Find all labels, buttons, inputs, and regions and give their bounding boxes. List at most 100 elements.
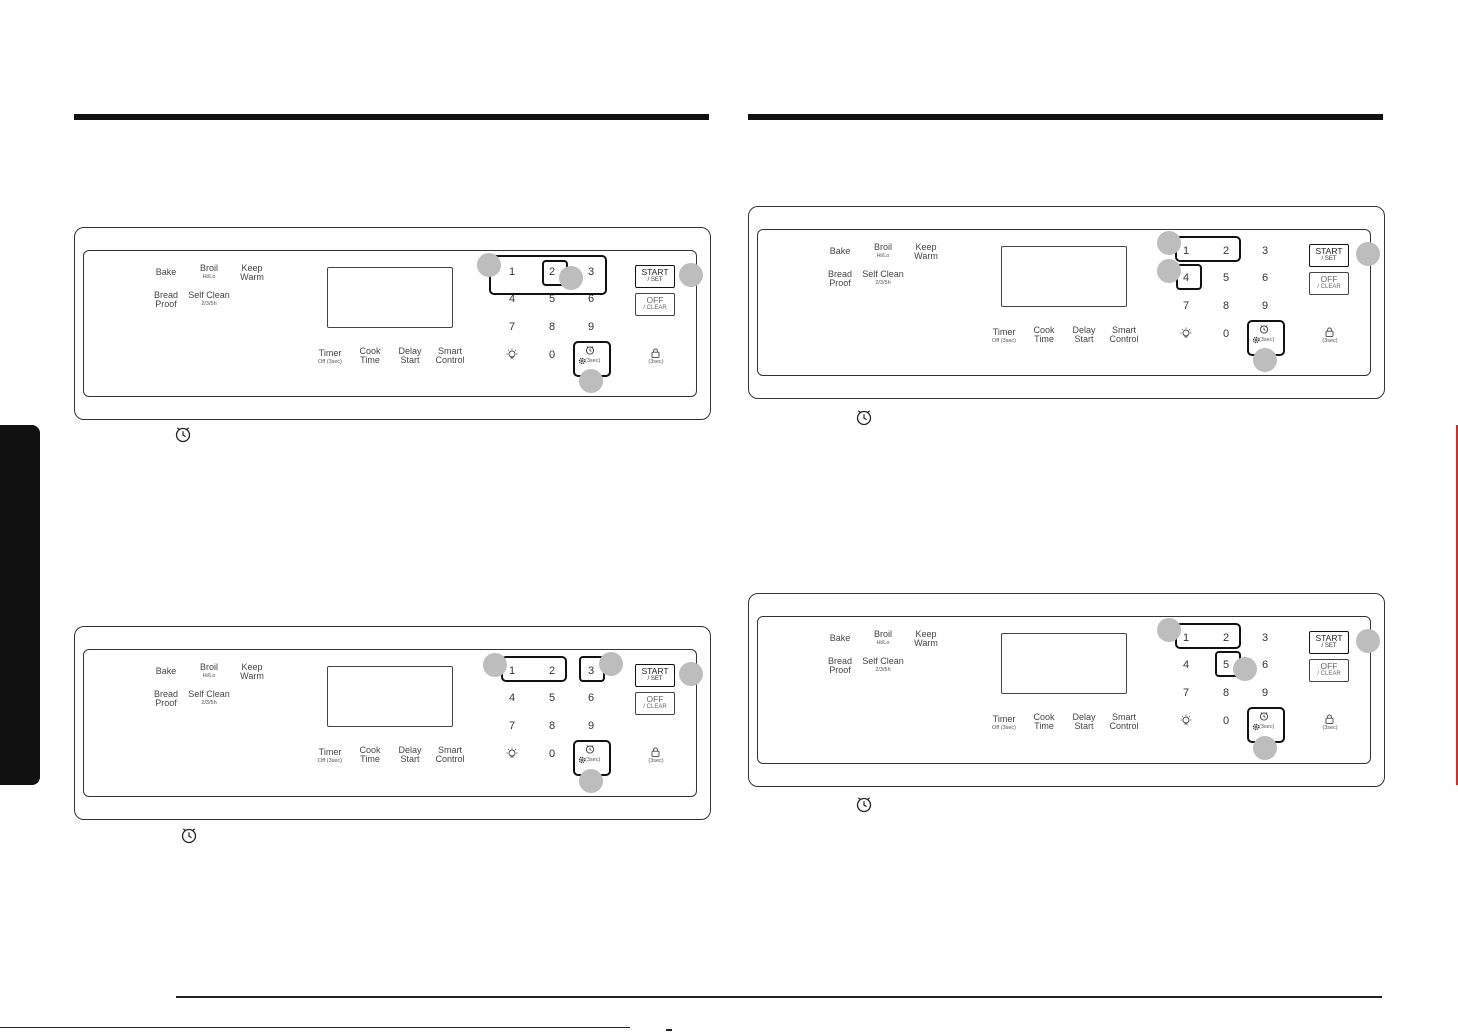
- light-icon: [1180, 714, 1192, 725]
- start-set-button: START / SET: [1309, 244, 1349, 267]
- key-5: 5: [548, 293, 556, 305]
- step-marker: [679, 662, 703, 686]
- clock-icon: [585, 745, 595, 754]
- step-marker: [1356, 629, 1380, 653]
- footer-tick: [666, 1029, 672, 1031]
- lock-sub: (3sec): [1322, 725, 1338, 731]
- lock-sub: (3sec): [1322, 338, 1338, 344]
- mode-broil: Broil: [199, 662, 218, 672]
- key-8: 8: [548, 321, 556, 333]
- mode-broil-sub: Hi/Lo: [876, 640, 890, 646]
- key-4: 4: [508, 692, 516, 704]
- top-rule-right: [748, 114, 1383, 120]
- step-marker: [1157, 231, 1181, 255]
- mode-self-clean-sub: 2/3/5h: [875, 280, 891, 286]
- key-0: 0: [1222, 328, 1230, 340]
- mode-bake: Bake: [155, 267, 177, 277]
- key-2: 2: [548, 665, 556, 677]
- key-6: 6: [587, 692, 595, 704]
- clock-icon: [1259, 325, 1269, 334]
- mode-self-clean-sub: 2/3/5h: [201, 700, 217, 706]
- key-3: 3: [587, 266, 595, 278]
- func-timer: Timer: [318, 348, 342, 358]
- bottom-rule: [176, 996, 1382, 998]
- key-4: 4: [508, 293, 516, 305]
- mode-bake: Bake: [829, 633, 851, 643]
- mode-broil: Broil: [873, 242, 892, 252]
- key-9: 9: [587, 720, 595, 732]
- func-timer: Timer: [318, 747, 342, 757]
- step-marker: [579, 369, 603, 393]
- lock-sub: (3sec): [648, 758, 664, 764]
- top-rule-left: [74, 114, 709, 120]
- func-timer-sub: Off (3sec): [991, 338, 1017, 344]
- key-8: 8: [548, 720, 556, 732]
- clock-icon: [1259, 712, 1269, 721]
- light-icon: [506, 348, 518, 359]
- edge-marker: [1456, 425, 1458, 785]
- light-icon: [506, 747, 518, 758]
- step-marker: [1157, 618, 1181, 642]
- key-6: 6: [1261, 272, 1269, 284]
- key-0: 0: [548, 349, 556, 361]
- key-2: 2: [548, 266, 556, 278]
- clock-key-sub: (3sec): [1259, 724, 1275, 730]
- mode-bake: Bake: [155, 666, 177, 676]
- step-marker: [477, 253, 501, 277]
- key-1: 1: [508, 665, 516, 677]
- key-1: 1: [1182, 245, 1190, 257]
- start-set-button: START / SET: [635, 265, 675, 288]
- mode-self-clean: Self Clean: [862, 269, 904, 279]
- mode-self-clean-sub: 2/3/5h: [201, 301, 217, 307]
- mode-broil-sub: Hi/Lo: [876, 253, 890, 259]
- footer-line: [0, 1027, 630, 1028]
- key-0: 0: [548, 748, 556, 760]
- lock-icon: [651, 348, 660, 358]
- keypad-group-highlight: [1175, 236, 1241, 262]
- key-5: 5: [1222, 659, 1230, 671]
- clock-icon: [856, 410, 872, 426]
- light-icon: [1180, 327, 1192, 338]
- key-9: 9: [587, 321, 595, 333]
- oven-display: [1001, 246, 1127, 307]
- gear-icon: [1252, 336, 1260, 344]
- key-1: 1: [508, 266, 516, 278]
- oven-display: [327, 666, 453, 727]
- step-marker: [559, 266, 583, 290]
- key-7: 7: [1182, 300, 1190, 312]
- func-timer-sub: Off (3sec): [991, 725, 1017, 731]
- key-2: 2: [1222, 632, 1230, 644]
- key-5: 5: [1222, 272, 1230, 284]
- gear-icon: [1252, 723, 1260, 731]
- key-4: 4: [1182, 272, 1190, 284]
- key-7: 7: [508, 321, 516, 333]
- clock-icon: [181, 828, 197, 844]
- mode-broil-sub: Hi/Lo: [202, 274, 216, 280]
- mode-broil-sub: Hi/Lo: [202, 673, 216, 679]
- chapter-side-tab: [0, 425, 40, 785]
- key-6: 6: [587, 293, 595, 305]
- step-marker: [1356, 242, 1380, 266]
- mode-broil: Broil: [199, 263, 218, 273]
- keypad-group-highlight: [1175, 623, 1241, 649]
- mode-self-clean-sub: 2/3/5h: [875, 667, 891, 673]
- key-3: 3: [1261, 632, 1269, 644]
- start-set-button: START / SET: [635, 664, 675, 687]
